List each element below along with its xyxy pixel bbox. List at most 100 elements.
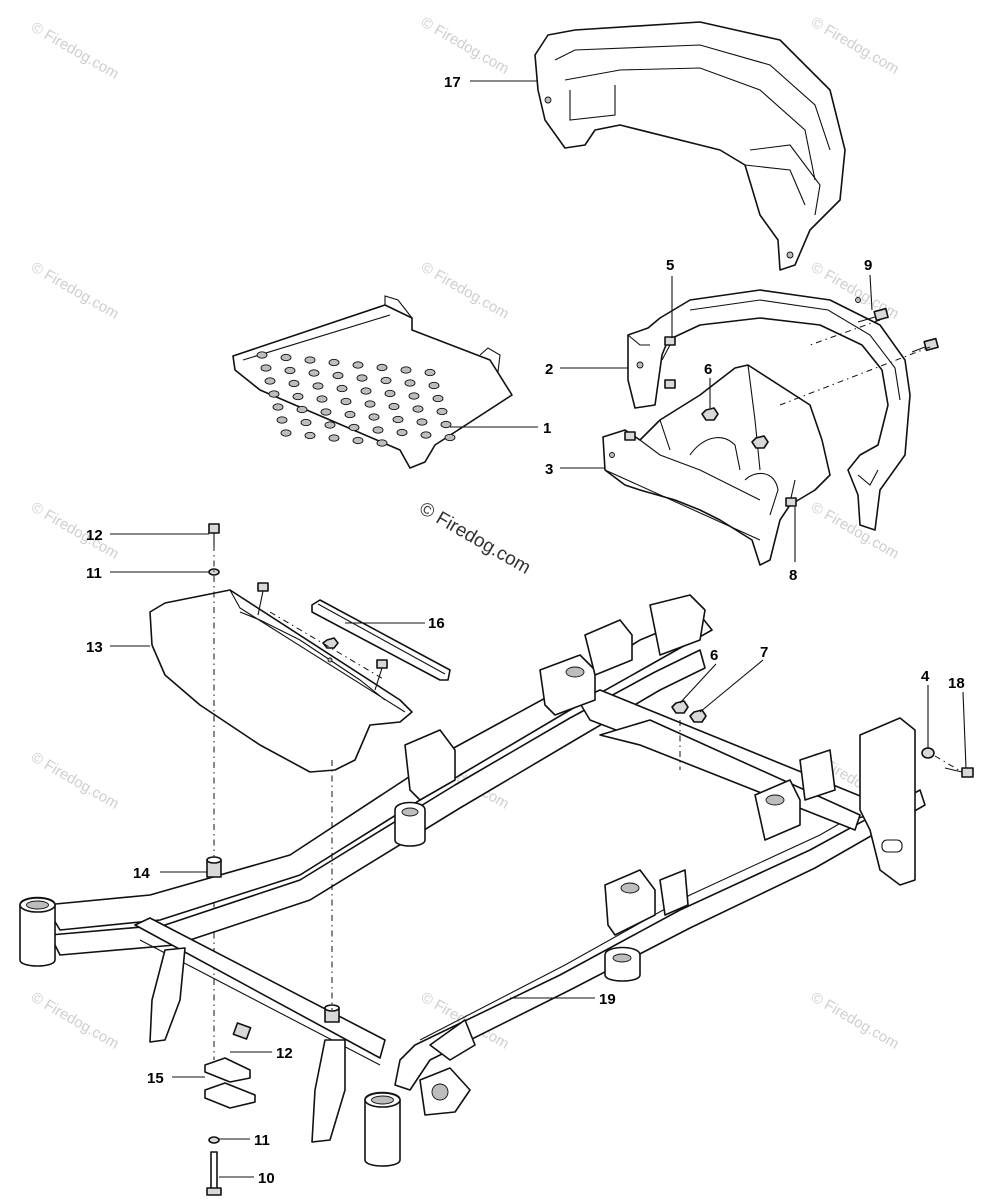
callout-12-lower: 12 — [276, 1045, 293, 1062]
plate-hole — [324, 421, 336, 429]
nut-6-upper-b — [751, 435, 769, 449]
callout-1: 1 — [543, 420, 551, 437]
bolt-13-b — [374, 659, 388, 691]
hardware-upper-12-11 — [208, 523, 220, 1060]
watermark-text: © Firedog.com — [28, 499, 122, 563]
watermark-text: © Firedog.com — [28, 749, 122, 813]
part-15-bracket-lower-hardware — [204, 1022, 256, 1196]
callout-18: 18 — [948, 675, 965, 692]
plate-hole — [428, 381, 440, 390]
plate-hole — [292, 392, 304, 401]
part-13-seat-cushion — [149, 582, 413, 773]
plate-hole — [384, 389, 396, 398]
watermark-text: © Firedog.com — [808, 14, 902, 78]
plate-hole — [332, 371, 344, 380]
plate-hole — [288, 379, 300, 388]
plate-hole — [364, 400, 376, 408]
watermark-text: © Firedog.com — [418, 259, 512, 323]
plate-hole — [368, 413, 380, 421]
callout-6-upper: 6 — [704, 361, 712, 378]
plate-hole — [260, 364, 272, 372]
bolt-seat-b — [624, 431, 636, 441]
watermark-text: © Firedog.com — [418, 14, 512, 78]
callout-4: 4 — [921, 668, 930, 685]
bolt-18 — [944, 767, 974, 778]
plate-hole — [308, 369, 320, 377]
callout-19: 19 — [599, 991, 616, 1008]
plate-hole — [380, 376, 392, 385]
plate-hole — [440, 420, 452, 429]
plate-hole — [348, 423, 360, 432]
watermark-text: © Firedog.com — [28, 259, 122, 323]
plate-hole — [424, 368, 436, 377]
part-16-seat-rail — [311, 599, 451, 681]
plate-hole — [336, 384, 348, 393]
plate-hole — [296, 405, 308, 414]
bolt-13-a — [257, 582, 269, 616]
plate-hole — [304, 431, 316, 440]
plate-hole — [392, 415, 404, 424]
plate-hole — [420, 431, 432, 439]
callouts: 17 5 9 2 6 1 3 8 12 11 16 13 6 — [86, 74, 967, 1187]
bolt-9 — [857, 307, 889, 323]
plate-hole — [376, 363, 388, 372]
nut-4 — [921, 747, 935, 759]
plate-hole — [256, 351, 268, 359]
bolts-upper — [624, 307, 939, 507]
plate-hole — [280, 429, 292, 437]
plate-hole — [356, 374, 368, 382]
plate-hole — [268, 390, 280, 398]
callout-6-lower: 6 — [710, 647, 718, 664]
watermark-text: © Firedog.com — [28, 19, 122, 83]
callout-9: 9 — [864, 257, 872, 274]
plate-hole — [432, 394, 444, 403]
callout-2: 2 — [545, 361, 553, 378]
part-19-chassis-frame — [19, 594, 974, 1167]
plate-hole — [376, 439, 388, 447]
callout-12-upper: 12 — [86, 527, 103, 544]
plate-hole — [360, 387, 372, 395]
plate-hole — [408, 392, 420, 400]
watermark-text: © Firedog.com — [808, 499, 902, 563]
callout-7: 7 — [760, 644, 768, 661]
watermark-center-text: © Firedog.com — [416, 498, 535, 579]
plate-hole — [280, 353, 292, 362]
callout-13: 13 — [86, 639, 103, 656]
callout-17: 17 — [444, 74, 461, 91]
callout-11-upper: 11 — [86, 565, 102, 582]
plate-hole — [276, 416, 288, 424]
plate-hole — [312, 382, 324, 390]
watermark-text: © Firedog.com — [808, 989, 902, 1053]
plate-hole — [328, 358, 340, 367]
watermark-text: © Firedog.com — [28, 989, 122, 1053]
callout-15: 15 — [147, 1070, 164, 1087]
part-17-rear-shroud — [534, 21, 846, 271]
plate-hole — [388, 402, 400, 411]
plate-hole — [352, 361, 364, 369]
part-1-perforated-plate — [232, 295, 513, 469]
plate-hole — [340, 397, 352, 406]
plate-hole — [320, 408, 332, 416]
plate-hole — [272, 403, 284, 411]
callout-14: 14 — [133, 865, 150, 882]
plate-hole — [344, 410, 356, 419]
plate-hole — [396, 428, 408, 437]
callout-3: 3 — [545, 461, 553, 478]
plate-hole — [328, 434, 340, 442]
plate-hole — [316, 395, 328, 403]
plate-hole — [404, 379, 416, 387]
callout-10: 10 — [258, 1170, 275, 1187]
callout-16: 16 — [428, 615, 445, 632]
plate-hole — [416, 418, 428, 426]
plate-hole — [436, 407, 448, 416]
plate-hole — [264, 377, 276, 385]
callout-11-lower: 11 — [254, 1132, 270, 1149]
plate-hole — [284, 366, 296, 375]
plate-hole — [300, 418, 312, 427]
bolt-9b — [911, 337, 939, 353]
bolt-5 — [661, 336, 676, 361]
bolt-seat-a — [664, 379, 676, 389]
callout-5: 5 — [666, 257, 674, 274]
callout-8: 8 — [789, 567, 797, 584]
